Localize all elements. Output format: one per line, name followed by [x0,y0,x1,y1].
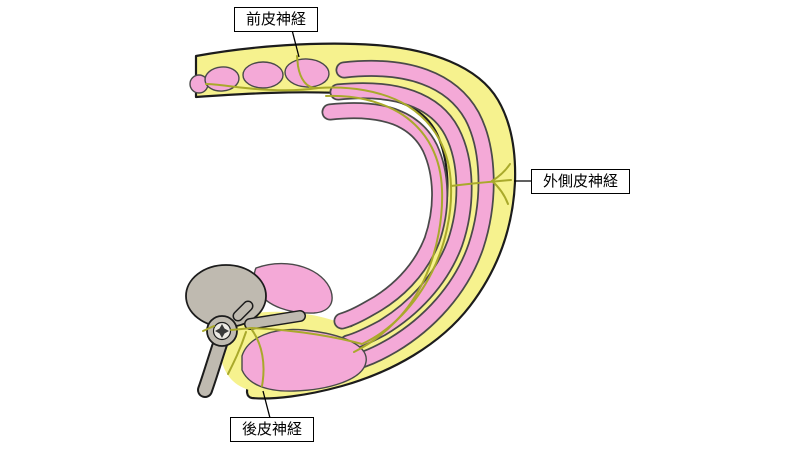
middle-muscle-strip [331,83,471,350]
vertebra [185,264,306,398]
quadratus-muscle-mass [253,263,333,314]
label-anterior-cutaneous-nerve: 前皮神経 [234,7,319,32]
posterior-cutaneous-branch [251,329,265,387]
nerve-rootlet-left [202,325,215,332]
rectus-section-2 [242,61,284,89]
posterior-branch-medial [227,331,247,375]
spinal-nerve-main-trunk [230,55,453,346]
transverse-process [245,311,305,329]
leader-anterior [291,29,300,58]
lateral-cutaneous-branch [450,179,512,187]
label-lateral-cutaneous-nerve: 外側皮神経 [531,169,631,194]
inner-muscle-strip [323,103,447,328]
lateral-abdominal-muscle-layers [321,59,495,372]
spinous-process [199,338,226,396]
lateral-branch-twig-down [491,180,509,205]
outer-muscle-strip [337,61,493,370]
lateral-branch-twig-up [491,163,511,182]
nerve-branch-parallel [325,94,444,353]
articular-process [234,302,252,320]
leader-posterior [262,390,271,419]
nerves [202,55,512,387]
rectus-section-3 [284,58,330,88]
anterior-cutaneous-branch-left [205,83,319,92]
spinal-cord-gray-matter [215,324,229,338]
leader-lines [262,29,531,419]
label-posterior-cutaneous-nerve: 後皮神経 [230,417,315,442]
